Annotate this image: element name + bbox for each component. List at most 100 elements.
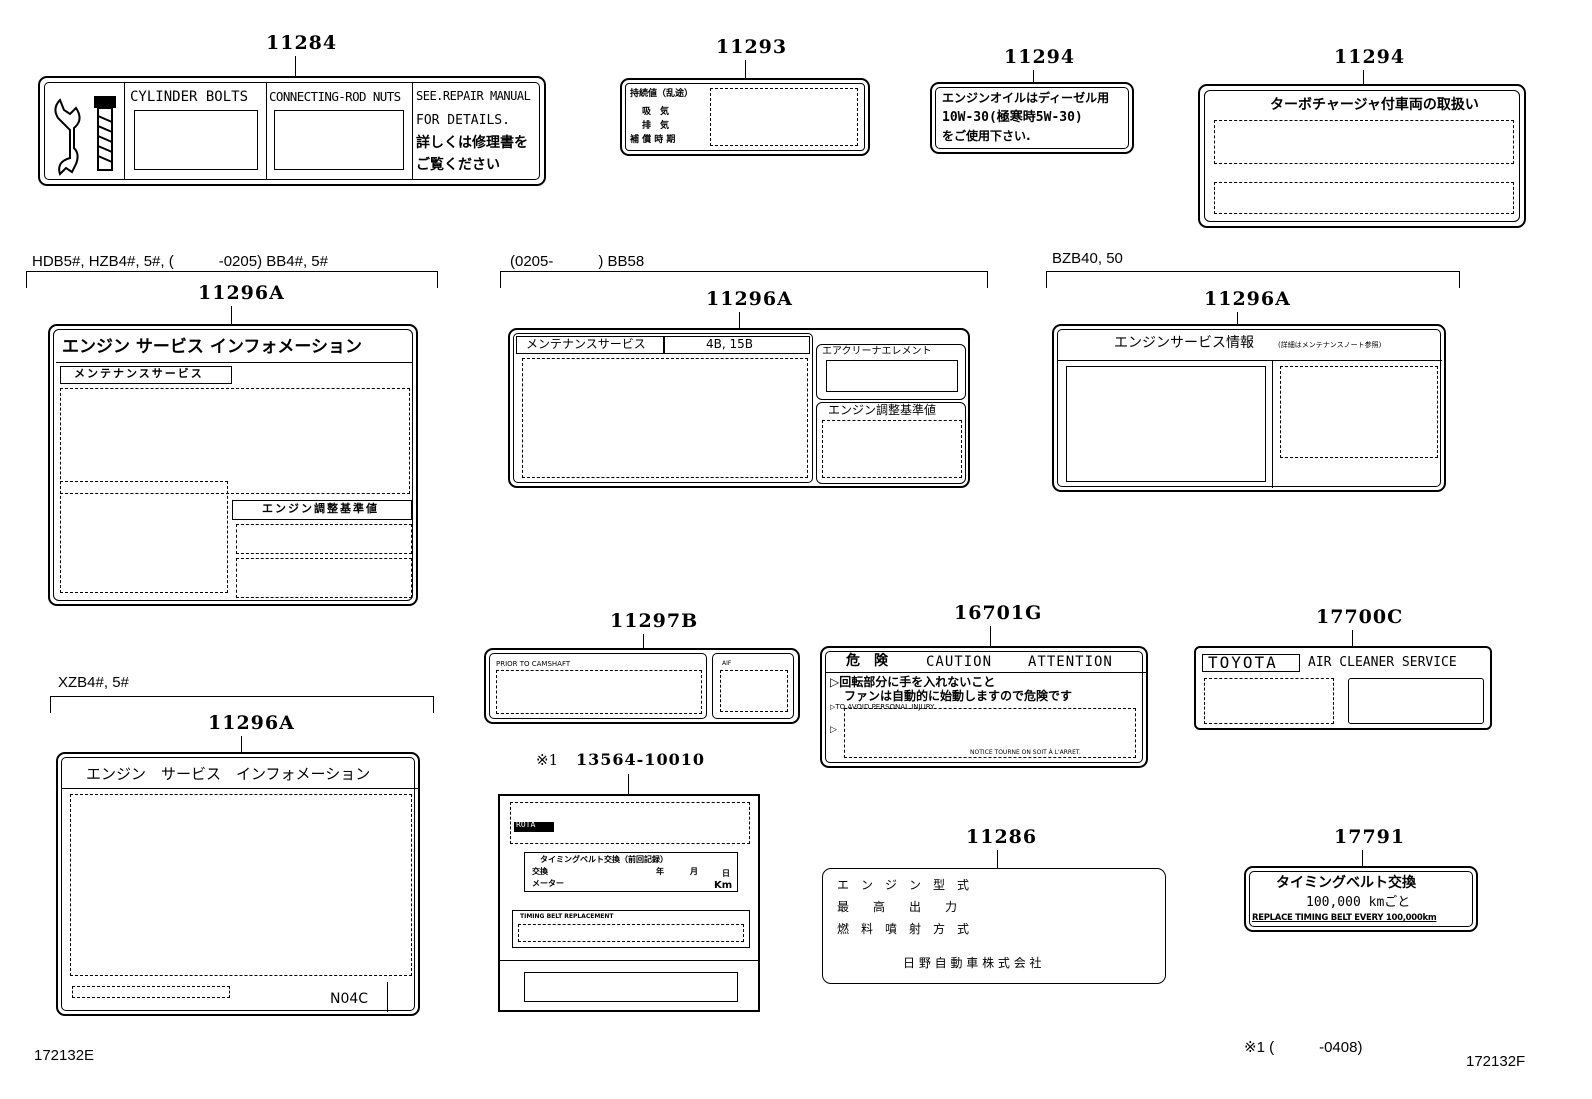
applicability-text: XZB4#, 5# <box>58 674 129 691</box>
leader-line <box>990 626 991 646</box>
label-11296a-g1[interactable]: エンジン サービス インフォメーション メンテナンスサービス エンジン調整基準値 <box>48 324 418 606</box>
value-area <box>710 88 858 146</box>
maintenance-service-text: メンテナンスサービス <box>74 367 204 380</box>
divider <box>62 788 418 789</box>
info-area <box>1280 366 1438 458</box>
tab <box>664 336 810 354</box>
maker-text: 日 野 自 動 車 株 式 会 社 <box>903 956 1042 970</box>
part-number-11296a: 11296A <box>1204 288 1291 310</box>
info-area <box>518 924 744 942</box>
label-inner-border <box>44 82 540 180</box>
code-box <box>318 982 388 1012</box>
japanese-note-text: ご覧ください <box>416 157 500 173</box>
label-17700c[interactable]: TOYOTA AIR CLEANER SERVICE <box>1194 646 1492 730</box>
leader-line <box>628 774 629 794</box>
label-11297b[interactable]: PRIOR TO CAMSHAFT AIF <box>484 648 800 724</box>
info-area <box>844 708 1136 758</box>
engine-code-text: N04C <box>330 991 369 1007</box>
blank-panel <box>524 972 738 1002</box>
footnote-marker: ※1 <box>536 751 559 769</box>
label-inner-border <box>53 329 413 601</box>
leader-line <box>1033 70 1034 82</box>
row-text: 持続値（乱途） <box>630 89 694 99</box>
leader-line <box>739 312 740 328</box>
small-note-text: (詳細はメンテナンスノート参照) <box>1278 341 1382 349</box>
wrench-bolt-icon <box>50 88 124 178</box>
part-number-11296a: 11296A <box>198 282 285 304</box>
info-area <box>1214 120 1514 164</box>
interval-text: 100,000 kmごと <box>1306 895 1411 910</box>
label-inner-border <box>489 653 707 719</box>
timing-belt-english-text: TIMING BELT REPLACEMENT <box>520 913 614 920</box>
applicability-text: (0205- ) BB58 <box>510 253 645 270</box>
engine-adjust-text: エンジン調整基準値 <box>828 403 937 417</box>
part-number-11296a: 11296A <box>208 712 295 734</box>
label-11296a-g3[interactable]: エンジンサービス情報 (詳細はメンテナンスノート参照) <box>1052 324 1446 492</box>
leader-line <box>295 56 296 76</box>
divider <box>412 82 413 180</box>
max-output-row: 最 高 出 力 <box>837 900 958 914</box>
label-16701g[interactable]: 危 険 CAUTION ATTENTION ▷回転部分に手を入れないこと ファン… <box>820 646 1148 768</box>
divider <box>1272 360 1273 488</box>
part-number-11297b: 11297B <box>610 610 699 632</box>
figure-code-left: 172132E <box>34 1047 95 1064</box>
small-text: AIF <box>722 660 732 667</box>
part-number-11286: 11286 <box>966 826 1038 848</box>
engine-adjust-text: エンジン調整基準値 <box>262 502 379 515</box>
part-number-17791: 17791 <box>1334 826 1406 848</box>
turbo-title: ターボチャージャ付車両の取扱い <box>1270 97 1479 113</box>
day-text: 日 <box>722 869 730 878</box>
km-unit-text: Km <box>714 880 733 891</box>
label-inner-border <box>1057 329 1441 487</box>
engine-service-title: エンジン サービス インフォメーション <box>86 765 371 783</box>
month-text: 月 <box>690 867 698 876</box>
cylinder-bolts-text: CYLINDER BOLTS <box>130 89 249 105</box>
warning-line-3: ▷TO AVOID PERSONAL INJURY <box>830 703 935 711</box>
english-panel <box>512 910 750 948</box>
label-13564-10010[interactable]: ROTA タイミングベルト交換（前回記録） 交換 年 月 日 メーター Km T… <box>498 794 760 1012</box>
part-number-11284: 11284 <box>266 32 338 54</box>
label-11296a-g2[interactable]: メンテナンスサービス 4B, 15B エアクリーナエレメント エンジン調整基準値 <box>508 328 970 488</box>
air-cleaner-panel <box>816 344 966 400</box>
info-area <box>1214 182 1514 214</box>
torque-value-box <box>274 110 404 170</box>
label-11286[interactable]: エ ン ジ ン 型 式 最 高 出 力 燃 料 噴 射 方 式 日 野 自 動 … <box>822 868 1166 984</box>
info-area <box>496 670 702 714</box>
air-cleaner-text: エアクリーナエレメント <box>822 346 932 357</box>
label-11294-oil[interactable]: エンジンオイルはディーゼル用 10W-30(極寒時5W-30) をご使用下さい. <box>930 82 1134 154</box>
side-panel <box>712 653 794 719</box>
label-11294-turbo[interactable]: ターボチャージャ付車両の取扱い <box>1198 84 1526 228</box>
oil-line-1: エンジンオイルはディーゼル用 <box>942 91 1110 105</box>
leader-line <box>745 60 746 78</box>
label-17791[interactable]: タイミングベルト交換 100,000 kmごと REPLACE TIMING B… <box>1244 866 1478 932</box>
info-area <box>236 524 412 554</box>
row-text: 吸 気 <box>642 107 670 117</box>
see-repair-manual-text: SEE.REPAIR MANUAL <box>416 89 531 103</box>
bracket <box>50 696 434 713</box>
label-11296a-g4[interactable]: エンジン サービス インフォメーション N04C <box>56 752 420 1016</box>
bracket <box>26 271 438 288</box>
leader-line <box>997 850 998 868</box>
label-inner-border <box>1249 871 1473 927</box>
row-text: 補 償 時 期 <box>630 135 676 145</box>
applicability-text: BZB40, 50 <box>1052 250 1123 267</box>
oil-line-3: をご使用下さい. <box>942 129 1031 143</box>
part-number-17700c: 17700C <box>1316 606 1404 628</box>
year-text: 年 <box>656 867 664 876</box>
row-text: 排 気 <box>642 121 670 131</box>
info-area <box>510 802 750 844</box>
danger-text: 危 険 <box>846 653 888 669</box>
tag-text: ROTA <box>516 820 536 829</box>
meter-text: メーター <box>532 879 564 888</box>
footnote-text: ※1 ( -0408) <box>1244 1039 1363 1056</box>
info-area <box>60 388 410 494</box>
label-11293[interactable]: 持続値（乱途） 吸 気 排 気 補 償 時 期 <box>620 78 870 156</box>
info-area <box>72 986 230 998</box>
leader-line <box>241 736 242 752</box>
timing-belt-row-1: 交換 <box>532 867 548 876</box>
label-11284[interactable]: CYLINDER BOLTS CONNECTING-ROD NUTS SEE.R… <box>38 76 546 186</box>
info-area <box>1204 678 1334 724</box>
bracket <box>1046 271 1460 288</box>
label-inner-border <box>625 83 865 151</box>
warning-line-2: ファンは自動的に始動しますので危険です <box>844 689 1073 703</box>
